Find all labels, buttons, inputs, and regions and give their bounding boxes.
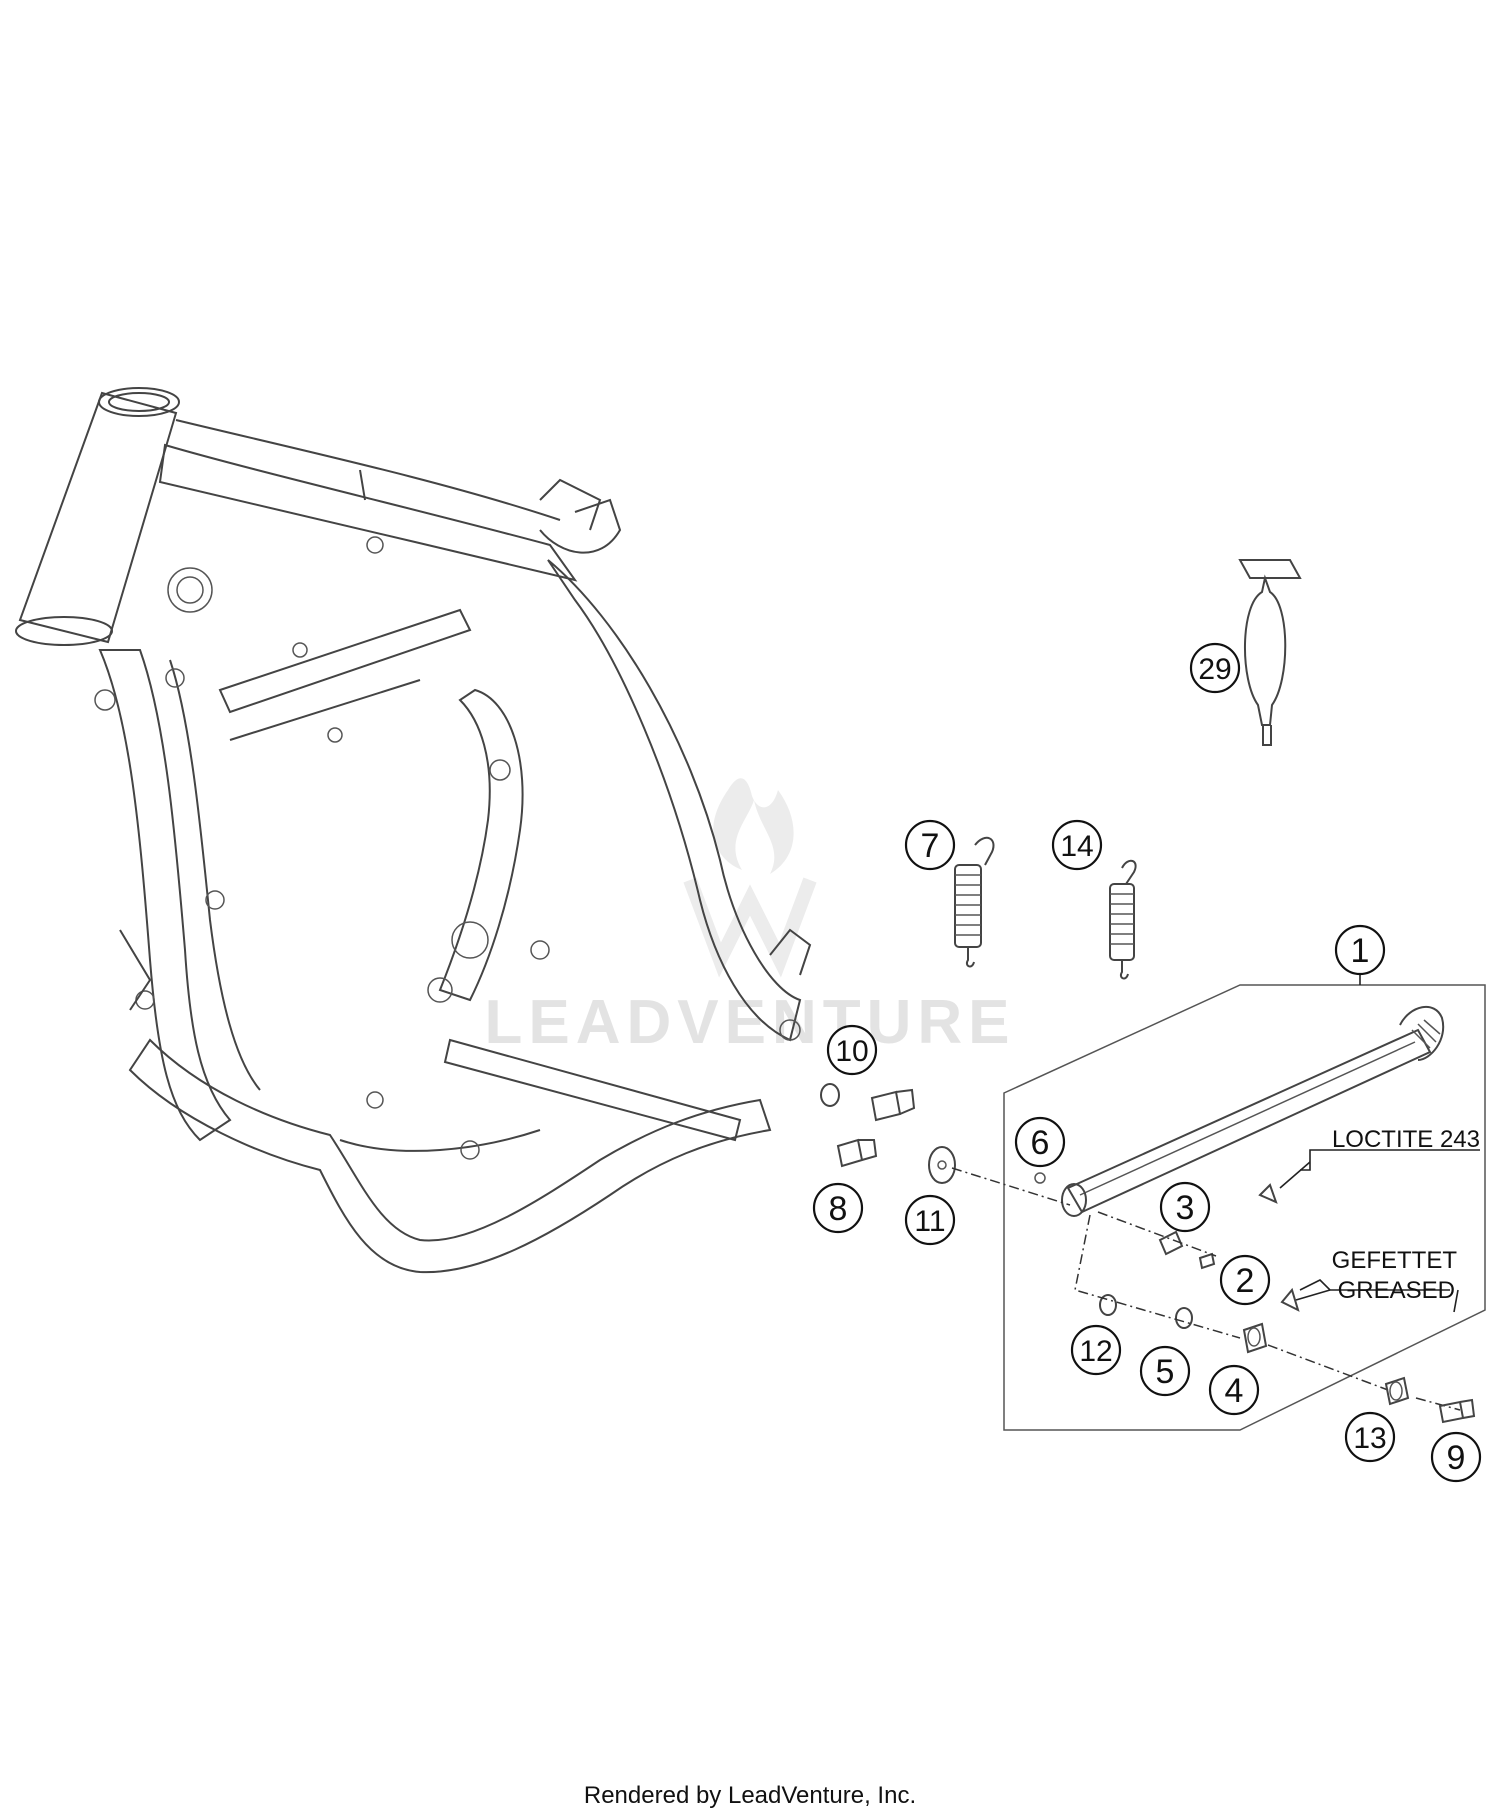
o-ring-10-illustration [820,1083,840,1107]
callout-7: 7 [904,819,956,871]
screw-2-illustration [1198,1252,1216,1270]
clip-3-illustration [1158,1230,1184,1256]
ball-6-illustration [1034,1172,1046,1184]
callout-2: 2 [1219,1254,1271,1306]
svg-text:8: 8 [829,1190,848,1228]
greased-note-en: GREASED [1338,1277,1455,1304]
svg-text:9: 9 [1447,1439,1466,1477]
callout-10: 10 [826,1024,878,1076]
callout-1: 1 [1334,924,1386,976]
callout-5: 5 [1139,1345,1191,1397]
tool-29-illustration [1238,559,1302,746]
bolt-8-illustration [836,1138,878,1168]
small-parts-right [1384,1376,1476,1424]
motorcycle-frame [15,387,812,1274]
svg-text:10: 10 [835,1035,868,1068]
grease-drop-illustration [1280,1287,1300,1312]
callout-13: 13 [1344,1411,1396,1463]
small-parts-left [820,1083,956,1184]
watermark-text: LEADVENTURE [484,988,1015,1057]
callout-11: 11 [904,1194,956,1246]
svg-text:7: 7 [921,827,940,865]
side-stand-leg [1066,1028,1432,1214]
loctite-note: LOCTITE 243 [1332,1126,1480,1153]
assembly-outline [1003,984,1486,1431]
side-stand-foot [1399,1005,1445,1061]
o-ring-12-illustration [1099,1294,1117,1316]
callout-12: 12 [1070,1324,1122,1376]
washer-11-illustration [928,1146,956,1184]
screw-9-illustration [1438,1398,1476,1424]
side-stand-assembly [951,984,1486,1431]
bushing-13-illustration [1384,1376,1410,1406]
svg-text:6: 6 [1031,1124,1050,1162]
leader-lines [1279,974,1480,1313]
callout-3: 3 [1159,1181,1211,1233]
footer-credit: Rendered by LeadVenture, Inc. [583,1782,917,1809]
svg-text:5: 5 [1156,1353,1175,1391]
o-ring-5-illustration [1175,1307,1193,1329]
svg-text:2: 2 [1236,1262,1255,1300]
loctite-drop-illustration [1258,1183,1278,1204]
greased-note-de: GEFETTET [1332,1247,1458,1274]
svg-text:14: 14 [1060,830,1093,863]
watermark: LEADVENTURE [484,778,1015,1057]
svg-text:12: 12 [1079,1335,1112,1368]
bushing-4-illustration [1242,1322,1268,1354]
spring-7-illustration [954,836,995,968]
svg-text:1: 1 [1351,932,1370,970]
callout-6: 6 [1014,1116,1066,1168]
callout-14: 14 [1051,819,1103,871]
svg-text:3: 3 [1176,1189,1195,1227]
spring-14-illustration [1109,859,1137,980]
svg-text:29: 29 [1198,653,1231,686]
bolt-10-illustration [870,1088,916,1122]
callout-4: 4 [1208,1364,1260,1416]
callout-29: 29 [1189,642,1241,694]
callout-8: 8 [812,1182,864,1234]
callout-9: 9 [1430,1431,1482,1483]
svg-text:13: 13 [1353,1422,1386,1455]
svg-text:11: 11 [914,1205,945,1238]
svg-text:4: 4 [1225,1372,1244,1410]
